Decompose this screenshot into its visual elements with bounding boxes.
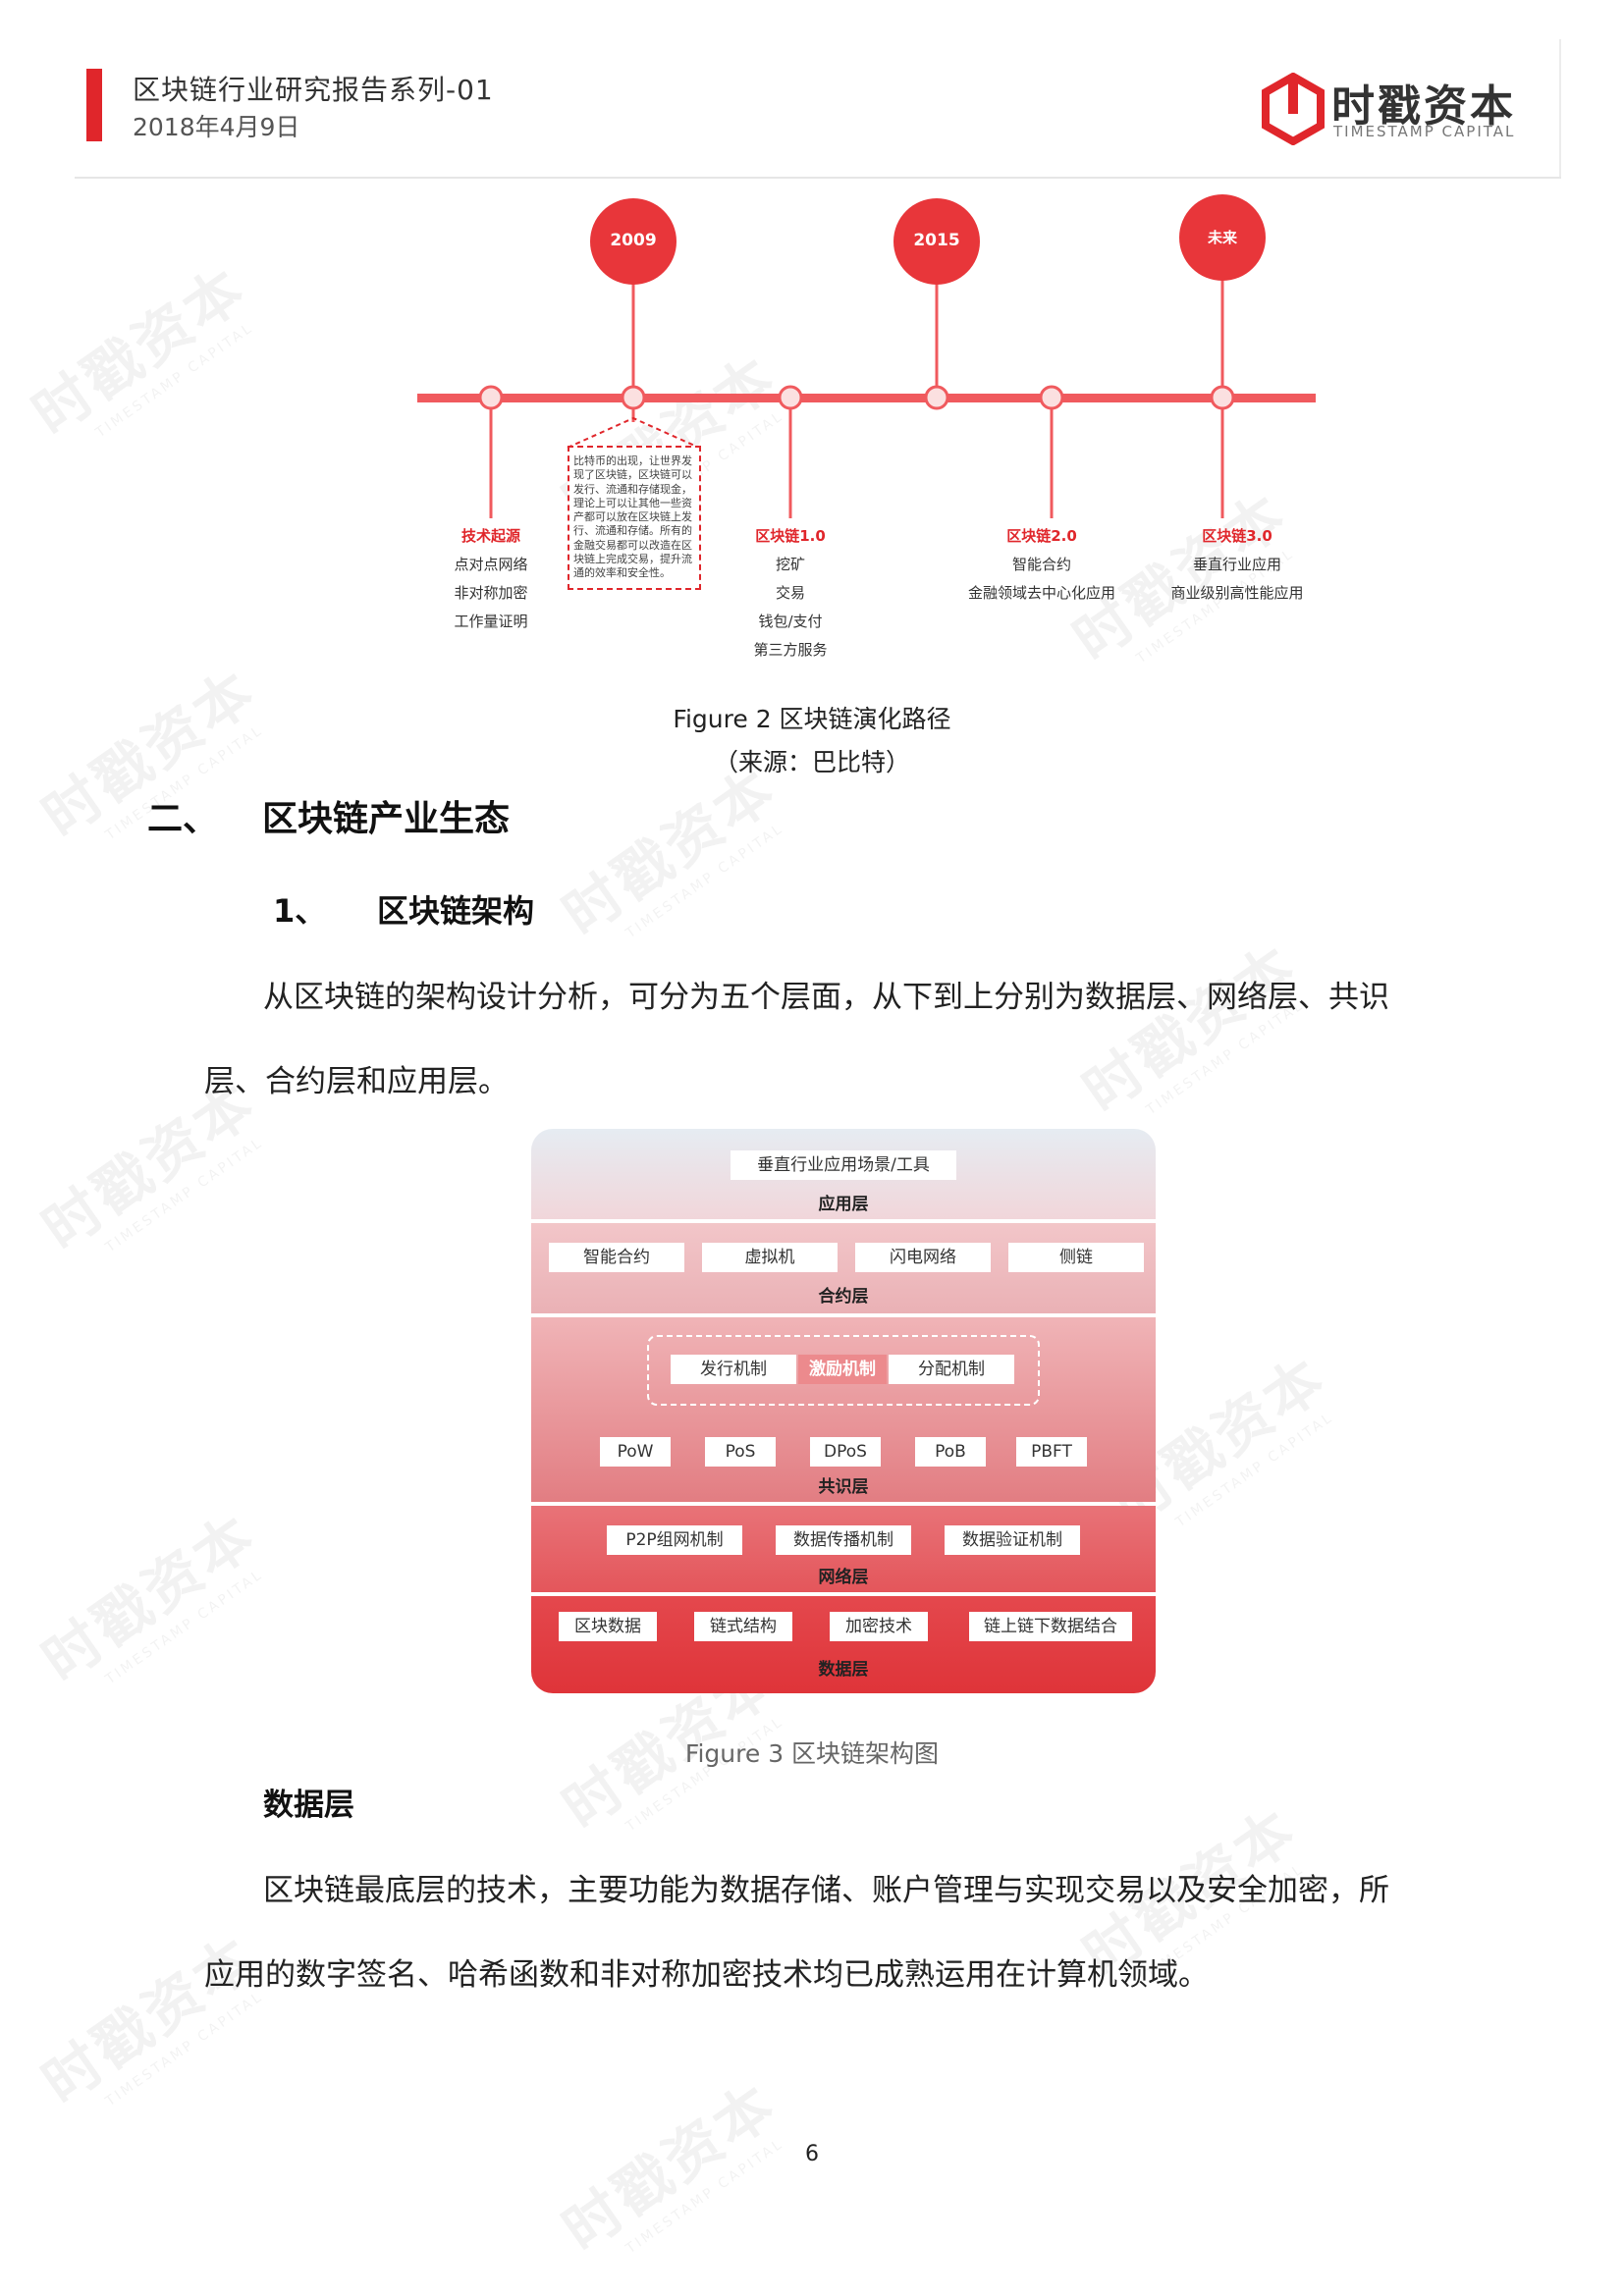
layer-item: 激励机制	[798, 1355, 887, 1384]
milestone-circle	[1179, 194, 1266, 281]
paragraph-heading: 数据层	[263, 1788, 354, 1823]
figure-caption: Figure 2 区块链演化路径	[673, 705, 951, 733]
stage-item: 钱包/支付	[758, 613, 823, 630]
paragraph-line: 从区块链的架构设计分析，可分为五个层面，从下到上分别为数据层、网络层、共识	[263, 980, 1389, 1015]
milestone-circle	[893, 198, 980, 285]
layer-item: PoW	[600, 1437, 671, 1467]
stage-item: 垂直行业应用	[1192, 556, 1282, 573]
data-layer: 区块数据 链式结构 加密技术 链上链下数据结合 数据层	[531, 1596, 1156, 1693]
stage-title: 区块链3.0	[1202, 527, 1272, 545]
timeline-node	[924, 385, 949, 410]
layer-item: 链上链下数据结合	[969, 1612, 1132, 1641]
stage-item: 工作量证明	[454, 613, 528, 630]
layer-name: 共识层	[818, 1477, 869, 1497]
logo-name: 时戳资本	[1331, 81, 1516, 132]
figure-caption: Figure 3 区块链架构图	[684, 1739, 940, 1768]
timeline-description: 比特币的出现，让世界发现了区块链，区块链可以发行、流通和存储现金，理论上可以让其…	[568, 446, 701, 590]
incentive-group	[647, 1335, 1040, 1406]
layer-item: P2P组网机制	[607, 1525, 742, 1555]
network-layer: P2P组网机制 数据传播机制 数据验证机制 网络层	[531, 1506, 1156, 1592]
milestone-circle	[590, 198, 677, 285]
page-number: 6	[805, 2142, 819, 2166]
figure-source: （来源：巴比特）	[713, 748, 910, 776]
paragraph-line: 区块链最底层的技术，主要功能为数据存储、账户管理与实现交易以及安全加密，所	[263, 1873, 1389, 1908]
layer-item: 虚拟机	[702, 1243, 838, 1272]
layer-item: 链式结构	[694, 1612, 792, 1641]
timeline-node	[478, 385, 504, 410]
stage-title: 技术起源	[460, 527, 521, 545]
layer-item: 数据传播机制	[776, 1525, 911, 1555]
header-accent-bar	[86, 69, 102, 141]
stage-item: 点对点网络	[454, 556, 528, 573]
layer-item: 分配机制	[889, 1355, 1014, 1384]
stage-item: 交易	[775, 584, 806, 602]
layer-name: 数据层	[818, 1660, 869, 1680]
header-divider	[1559, 39, 1561, 177]
consensus-layer: 发行机制 激励机制 分配机制 PoW PoS DPoS PoB PBFT 共识层	[531, 1317, 1156, 1502]
header-divider	[75, 177, 1561, 179]
layer-name: 应用层	[818, 1195, 869, 1214]
logo-subtitle: TIMESTAMP CAPITAL	[1333, 123, 1516, 140]
timeline-stage: 技术起源 点对点网络 非对称加密 工作量证明	[454, 522, 527, 636]
layer-item: PoB	[915, 1437, 986, 1467]
layer-item: 垂直行业应用场景/工具	[731, 1150, 956, 1180]
stage-item: 智能合约	[1011, 556, 1072, 573]
milestone-2015: 2015	[913, 231, 960, 250]
stage-item: 金融领域去中心化应用	[967, 584, 1116, 602]
layer-item: 侧链	[1008, 1243, 1144, 1272]
contract-layer: 智能合约 虚拟机 闪电网络 侧链 合约层	[531, 1223, 1156, 1313]
layer-item: 发行机制	[671, 1355, 796, 1384]
layer-item: PoS	[705, 1437, 776, 1467]
timeline-node	[778, 385, 803, 410]
stage-title: 区块链1.0	[755, 527, 826, 545]
layer-item: DPoS	[810, 1437, 881, 1467]
layer-item: 区块数据	[559, 1612, 657, 1641]
stage-item: 挖矿	[775, 556, 806, 573]
timeline-node	[621, 385, 646, 410]
timeline-axis	[417, 394, 1316, 402]
layer-item: 数据验证机制	[945, 1525, 1080, 1555]
stage-item: 第三方服务	[753, 641, 828, 659]
subsection-title: 区块链架构	[377, 892, 535, 930]
section-title: 区块链产业生态	[262, 799, 511, 839]
report-title: 区块链行业研究报告系列-01	[133, 74, 494, 106]
logo-icon	[1262, 73, 1325, 145]
subsection-number: 1、	[273, 892, 327, 930]
architecture-diagram: 垂直行业应用场景/工具 应用层 智能合约 虚拟机 闪电网络 侧链 合约层 发行机…	[531, 1129, 1156, 1693]
timeline-stage: 区块链1.0 挖矿 交易 钱包/支付 第三方服务	[753, 522, 827, 665]
milestone-future: 未来	[1207, 229, 1237, 246]
paragraph-line: 应用的数字签名、哈希函数和非对称加密技术均已成熟运用在计算机领域。	[204, 1957, 1209, 1993]
stage-title: 区块链2.0	[1006, 527, 1077, 545]
layer-item: 智能合约	[549, 1243, 684, 1272]
layer-name: 网络层	[818, 1568, 869, 1587]
layer-name: 合约层	[818, 1287, 869, 1307]
report-date: 2018年4月9日	[133, 113, 300, 141]
layer-item: 闪电网络	[855, 1243, 991, 1272]
timeline-stage: 区块链3.0 垂直行业应用 商业级别高性能应用	[1170, 522, 1303, 608]
milestone-2009: 2009	[610, 231, 657, 250]
layer-item: 加密技术	[830, 1612, 928, 1641]
timeline-graphic	[417, 194, 1316, 518]
timeline-node	[1210, 385, 1235, 410]
timeline-stage: 区块链2.0 智能合约 金融领域去中心化应用	[968, 522, 1115, 608]
stage-item: 非对称加密	[454, 584, 528, 602]
application-layer: 垂直行业应用场景/工具 应用层	[531, 1129, 1156, 1219]
stage-item: 商业级别高性能应用	[1170, 584, 1304, 602]
section-number: 二、	[147, 799, 219, 839]
timeline-node	[1039, 385, 1064, 410]
paragraph-line: 层、合约层和应用层。	[204, 1064, 509, 1099]
layer-item: PBFT	[1016, 1437, 1087, 1467]
